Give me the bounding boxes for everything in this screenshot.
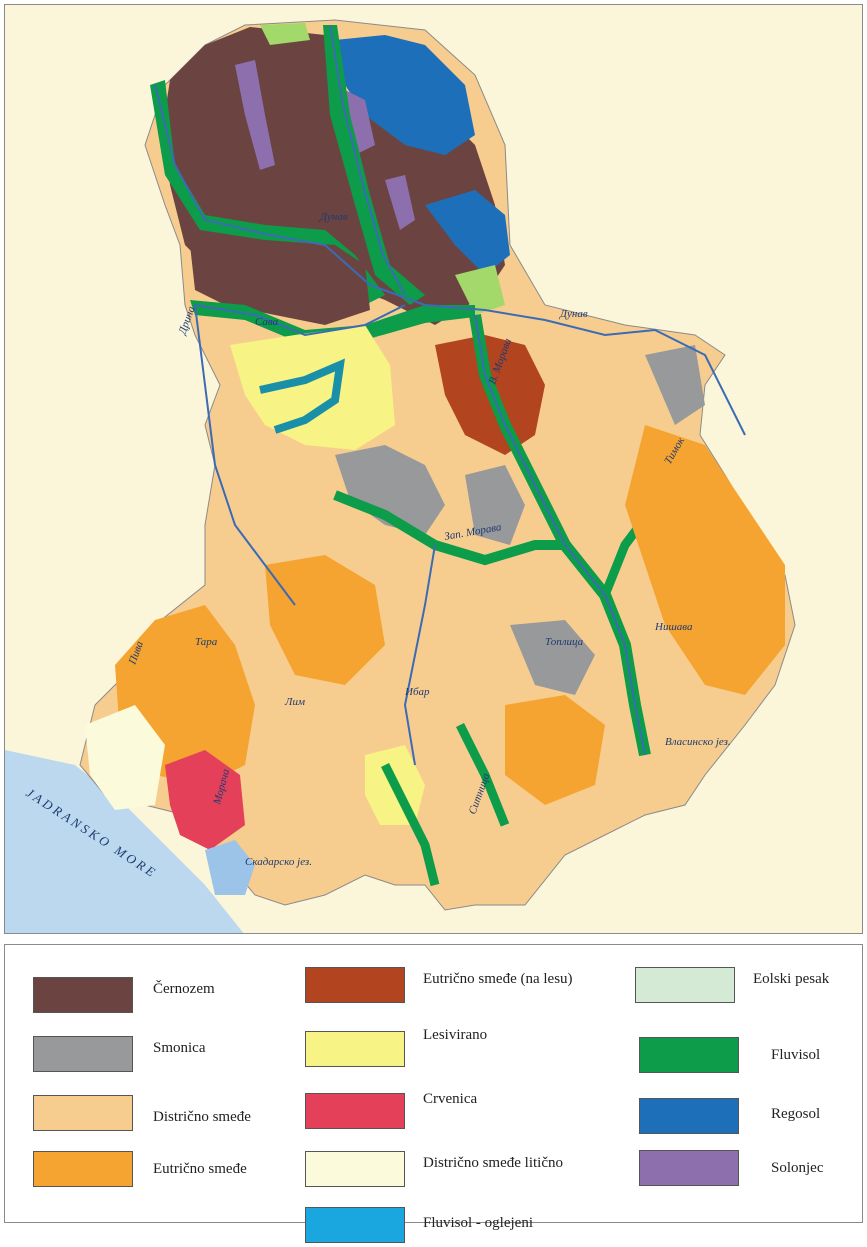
- region-fluvisol-tisa: [323, 25, 425, 305]
- region-crvenica: [165, 750, 245, 850]
- legend-label: Eutrično smeđe (na lesu): [423, 971, 573, 987]
- soil-map: JADRANSKO MORE Дунав Дунав Сава Дрина За…: [4, 4, 863, 934]
- label-dunav-north: Дунав: [319, 211, 348, 223]
- legend-label: Smonica: [153, 1040, 206, 1056]
- region-smonica-2: [465, 465, 525, 545]
- legend-swatch: [33, 1036, 133, 1072]
- legend-swatch: [305, 1151, 405, 1187]
- legend-swatch: [635, 967, 735, 1003]
- label-tara: Тара: [195, 636, 218, 648]
- legend-swatch: [639, 1150, 739, 1186]
- river-drina: [194, 304, 296, 606]
- region-solonjec-1: [235, 60, 275, 170]
- legend-label: Distrično smeđe litično: [423, 1155, 563, 1171]
- region-fluvisol-oglejeni-loop: [259, 358, 345, 434]
- region-smonica-4: [645, 345, 705, 425]
- legend-label: Crvenica: [423, 1091, 478, 1107]
- legend-swatch: [33, 1095, 133, 1131]
- label-vlasinsko: Власинско јез.: [665, 736, 731, 748]
- legend-swatch: [305, 1093, 405, 1129]
- map-canvas: JADRANSKO MORE Дунав Дунав Сава Дрина За…: [5, 19, 796, 933]
- legend-label: Fluvisol: [771, 1047, 821, 1063]
- legend-label: Černozem: [153, 981, 215, 997]
- label-toplica: Топлица: [545, 636, 584, 648]
- label-nisava: Нишава: [654, 621, 693, 633]
- region-fluvisol-sitnica: [455, 722, 510, 827]
- river-ibar: [403, 544, 436, 766]
- region-eutricno-south: [505, 695, 605, 805]
- legend-swatch: [639, 1098, 739, 1134]
- label-ibar: Ибар: [404, 686, 430, 698]
- region-regosol-east: [425, 190, 510, 275]
- river-morava: [474, 314, 646, 756]
- legend-label: Fluvisol - oglejeni: [423, 1215, 533, 1231]
- legend-label: Regosol: [771, 1106, 821, 1122]
- label-lim: Лим: [284, 696, 305, 708]
- region-smonica-1: [335, 445, 445, 535]
- legend-swatch: [305, 1031, 405, 1067]
- river-tisa: [329, 24, 406, 296]
- legend-label: Solonjec: [771, 1160, 824, 1176]
- region-fluvisol-ibar: [380, 762, 440, 887]
- region-regosol-north: [335, 35, 475, 155]
- legend-swatch: [639, 1037, 739, 1073]
- legend-label: Eolski pesak: [753, 971, 830, 987]
- legend: Černozem Smonica Distrično smeđe Eutričn…: [4, 944, 863, 1243]
- legend-label: Lesivirano: [423, 1027, 488, 1043]
- legend-swatch: [33, 1151, 133, 1187]
- legend-label: Distrično smeđe: [153, 1109, 251, 1125]
- region-skadar-oglejeni: [205, 840, 255, 895]
- legend-label: Eutrično smeđe: [153, 1161, 247, 1177]
- river-danube: [154, 84, 746, 436]
- region-smonica-3: [510, 620, 595, 695]
- region-litic-west: [85, 705, 165, 810]
- region-eutricno-center: [265, 555, 385, 685]
- legend-swatch: [33, 977, 133, 1013]
- region-eutricno-east: [625, 425, 785, 695]
- label-skadarsko: Скадарско јез.: [245, 856, 312, 868]
- region-eolski-1: [260, 23, 310, 45]
- region-lesivirano-west: [230, 325, 395, 450]
- label-dunav-east: Дунав: [559, 308, 588, 320]
- legend-swatch: [305, 1207, 405, 1243]
- river-sava: [194, 304, 406, 337]
- adriatic-sea: [5, 750, 244, 933]
- region-fluvisol-zap-morava: [333, 490, 565, 566]
- region-eolski-2: [455, 265, 505, 315]
- label-sava: Сава: [255, 316, 279, 328]
- legend-swatch: [305, 967, 405, 1003]
- region-cernozem-srem: [190, 240, 370, 325]
- region-solonjec-3: [385, 175, 415, 230]
